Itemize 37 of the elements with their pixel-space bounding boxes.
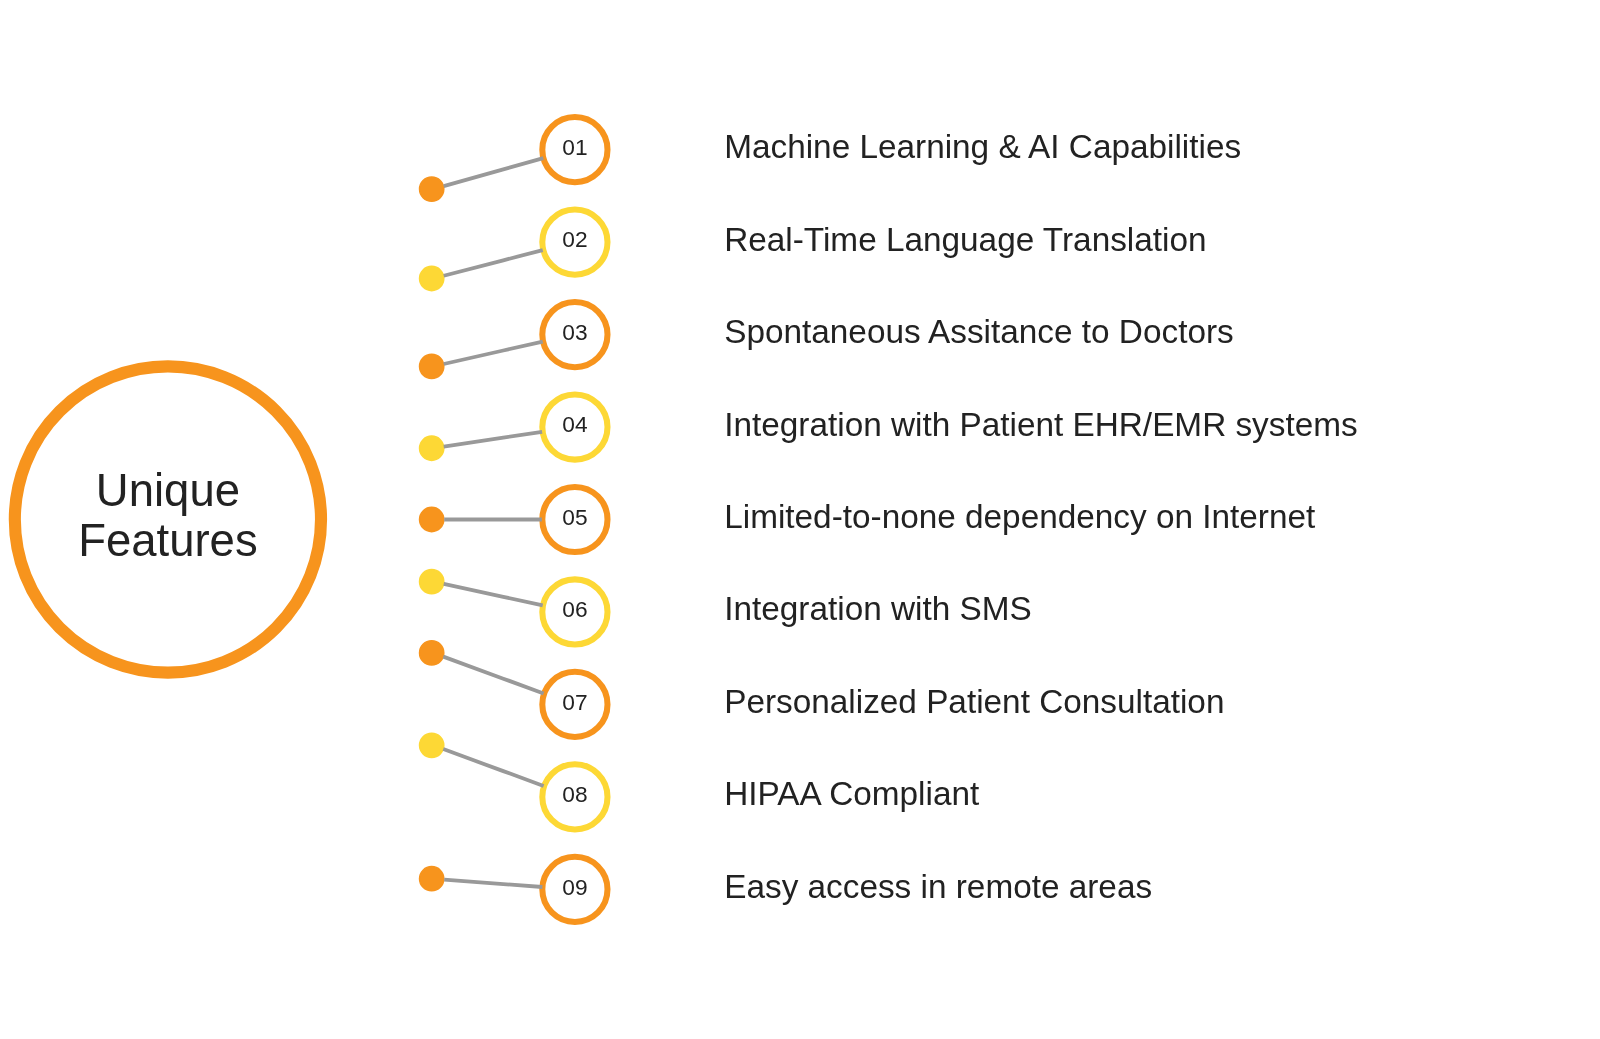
- node-circle: [418, 353, 445, 380]
- connector: [443, 156, 544, 188]
- connector: [444, 517, 542, 522]
- connector: [442, 747, 545, 788]
- node-circle: [418, 265, 445, 292]
- node-circle: [418, 568, 445, 595]
- node-circle: [418, 506, 445, 533]
- node-circle: 02: [539, 206, 611, 278]
- node-circle: 03: [539, 298, 611, 371]
- node-circle: 08: [539, 761, 611, 833]
- node-circle: 07: [539, 668, 611, 741]
- node-label: Integration with SMS: [724, 590, 1032, 628]
- node-label: Machine Learning & AI Capabilities: [724, 128, 1242, 166]
- node-circle: [418, 176, 445, 202]
- connector: [444, 877, 543, 889]
- node-circle: 05: [539, 483, 611, 556]
- connector: [443, 248, 544, 278]
- node-circle: 01: [539, 114, 611, 186]
- node-circle: [418, 640, 445, 666]
- node-label: Easy access in remote areas: [724, 867, 1153, 905]
- node-circle: 04: [539, 391, 611, 463]
- node-circle: [418, 435, 445, 462]
- node-circle: 09: [539, 853, 611, 925]
- connector: [442, 654, 545, 696]
- connector: [443, 582, 544, 608]
- connector: [443, 429, 543, 449]
- node-label: Limited-to-none dependency on Internet: [724, 497, 1316, 535]
- node-label: HIPAA Compliant: [724, 775, 980, 813]
- node-label: Real-Time Language Translation: [724, 220, 1207, 258]
- node-circle: [418, 865, 445, 892]
- node-label: Spontaneous Assitance to Doctors: [724, 313, 1234, 351]
- node-circle: 06: [539, 576, 611, 648]
- node-circle: [418, 732, 445, 759]
- node-circle: Unique Features: [8, 360, 328, 679]
- connector: [443, 339, 544, 366]
- node-label: Personalized Patient Consultation: [724, 682, 1225, 720]
- node-label: Integration with Patient EHR/EMR systems: [724, 405, 1358, 443]
